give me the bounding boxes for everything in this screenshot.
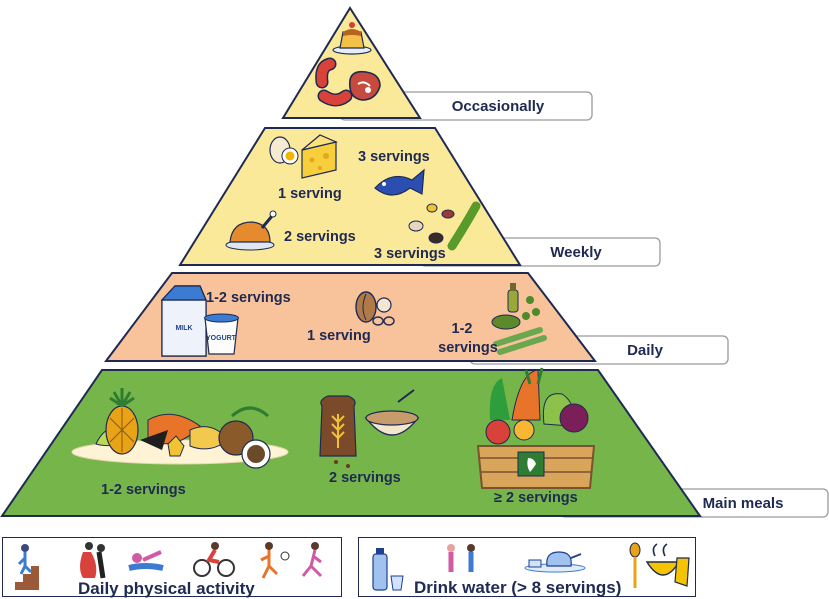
spoon-icon [629,542,641,588]
food-pyramid: Occasionally Weekly Daily Main meals [0,6,829,518]
fish-icon [374,168,425,196]
milk-label: MILK [175,325,192,332]
fruit-platter-icon [71,388,289,469]
running-icon [301,542,323,578]
water-bottle-icon [372,548,404,591]
drink-water-box: Drink water (> 8 servings) [358,537,696,597]
daily-serving-nuts: 1 serving [307,328,371,344]
main-serving-grains: 2 servings [329,470,401,486]
soup-bowl-icon [645,543,690,587]
teapot-icon [524,551,586,573]
label-occasionally: Occasionally [452,98,545,115]
main-serving-vegetables: ≥ 2 servings [494,490,578,506]
weekly-serving-chicken: 2 servings [284,229,356,245]
olive-oil-icon [491,283,547,355]
daily-serving-oil-line2: servings [438,340,498,356]
pudding-icon [332,22,372,55]
swimming-icon [128,550,164,571]
steak-icon [348,70,381,101]
weekly-serving-fish: 3 servings [358,149,430,165]
grain-sack-icon [319,395,357,468]
daily-serving-oil-line1: 1-2 [452,321,473,337]
beans-icon [408,201,481,251]
label-main-meals: Main meals [703,495,784,512]
vegetable-crate-icon [476,367,596,489]
dancing-icon [80,542,106,579]
sausage-icon [315,57,353,107]
stairs-icon [15,544,39,590]
physical-activity-text: Daily physical activity [78,579,255,598]
tier-occasionally [281,6,422,119]
water-icons [372,542,690,591]
main-serving-fruit: 1-2 servings [101,482,186,498]
egg-icon [269,136,299,165]
daily-serving-dairy: 1-2 servings [206,290,291,306]
label-daily: Daily [627,342,664,359]
milk-carton-icon: MILK [160,285,207,357]
cheese-icon [301,134,338,179]
activity-icons [15,542,323,590]
label-weekly: Weekly [550,244,602,261]
porridge-bowl-icon [364,389,420,436]
weekly-serving-legumes: 3 servings [374,246,446,262]
weekly-serving-egg-cheese: 1 serving [278,186,342,202]
people-drinking-icon [447,544,475,572]
physical-activity-box: Daily physical activity [2,537,342,598]
yogurt-icon: YOGURT [204,313,239,355]
soccer-icon [260,542,290,579]
yogurt-label: YOGURT [206,335,237,342]
chicken-icon [225,210,277,251]
drink-water-text: Drink water (> 8 servings) [414,578,622,597]
cycling-icon [193,542,235,577]
nuts-icon [355,291,395,326]
